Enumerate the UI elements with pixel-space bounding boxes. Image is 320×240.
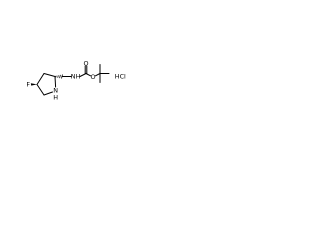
bond-c5-n1 xyxy=(54,76,57,88)
atom-ester-oxygen: O xyxy=(90,73,95,81)
bond-c3-c4 xyxy=(36,73,45,85)
atom-ring-nitrogen-hydrogen: H xyxy=(53,93,58,101)
bond-carbonyl-ester-o xyxy=(85,73,91,77)
atom-fluorine: F xyxy=(26,81,30,89)
bond-ester-o-tbu xyxy=(95,73,101,77)
side-chain-bonds xyxy=(61,64,110,83)
bond-n1-c2 xyxy=(43,91,53,96)
chemical-structure: F N H NH O O HCl xyxy=(26,59,126,101)
atom-carbamate-nh: NH xyxy=(71,73,81,81)
pyrrolidine-ring xyxy=(36,73,57,96)
salt-label: HCl xyxy=(115,73,126,81)
bond-c4-c5 xyxy=(43,73,56,77)
stereo-wedge-fluorine xyxy=(30,83,37,86)
atom-carbonyl-oxygen: O xyxy=(83,59,88,67)
stereo-hash-ch2 xyxy=(55,74,63,79)
bond-nh-carbonyl xyxy=(79,73,87,77)
atom-ring-nitrogen: N xyxy=(53,87,58,95)
bond-c3-c2 xyxy=(36,84,45,96)
